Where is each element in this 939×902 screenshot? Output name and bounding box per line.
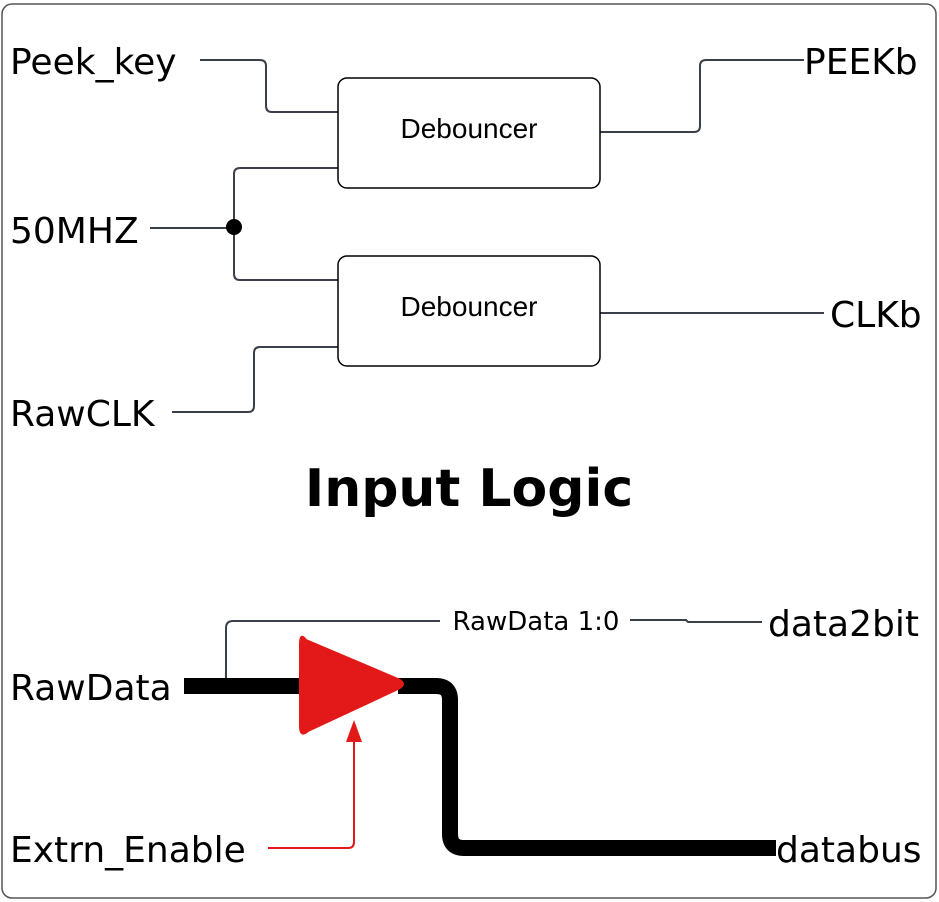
output-data2bit: data2bit xyxy=(768,604,919,645)
enable-arrow-icon xyxy=(346,720,362,742)
input-extrn-enable: Extrn_Enable xyxy=(10,830,246,871)
output-databus: databus xyxy=(776,830,922,871)
output-peekb: PEEKb xyxy=(804,42,918,83)
input-peek-key: Peek_key xyxy=(10,42,177,83)
debouncer-top-label: Debouncer xyxy=(401,113,538,144)
debouncer-bottom-label: Debouncer xyxy=(401,291,538,322)
wire-extrn-enable xyxy=(268,738,355,849)
wire-rawclk xyxy=(172,346,338,413)
debouncer-block-top: Debouncer xyxy=(337,77,601,189)
input-rawdata: RawData xyxy=(10,668,172,709)
bus-databus xyxy=(398,678,776,856)
wire-peek-key xyxy=(200,59,338,113)
wire-peekb xyxy=(600,59,804,133)
wire-data2bit xyxy=(630,619,762,623)
input-50mhz: 50MHZ xyxy=(10,211,139,252)
tristate-buffer-icon xyxy=(299,635,404,735)
input-rawclk: RawCLK xyxy=(10,394,156,435)
bus-tap-label: RawData 1:0 xyxy=(453,607,620,637)
diagram-title: Input Logic xyxy=(305,459,633,519)
wire-clock-to-debouncer-bottom xyxy=(233,228,338,281)
clock-junction-dot xyxy=(226,219,242,235)
output-clkb: CLKb xyxy=(830,295,922,336)
debouncer-block-bottom: Debouncer xyxy=(337,255,601,367)
wire-rawdata-tap xyxy=(225,620,440,686)
wire-clock-to-debouncer-top xyxy=(233,167,338,228)
